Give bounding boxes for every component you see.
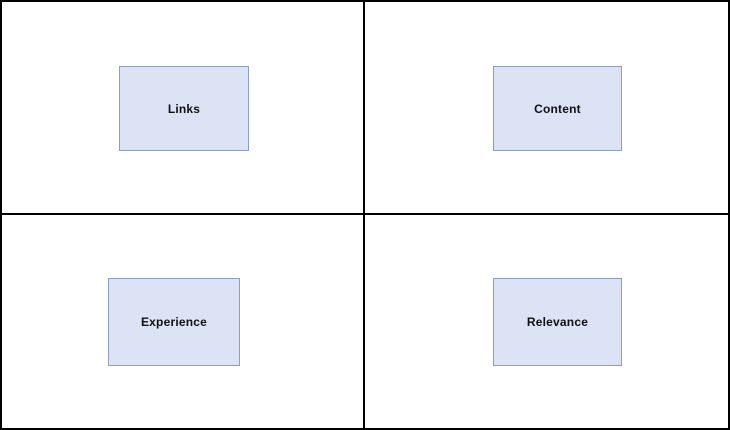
- node-content-label: Content: [534, 101, 581, 116]
- node-relevance-label: Relevance: [526, 315, 589, 329]
- node-links: Links: [119, 66, 249, 151]
- node-links-label: Links: [167, 101, 201, 116]
- horizontal-divider-line: [2, 213, 728, 215]
- node-relevance: Relevance: [493, 278, 622, 366]
- node-content: Content: [493, 66, 622, 151]
- vertical-divider-line: [363, 2, 365, 428]
- node-experience: Experience: [108, 278, 240, 366]
- node-experience-label: Experience: [140, 315, 208, 329]
